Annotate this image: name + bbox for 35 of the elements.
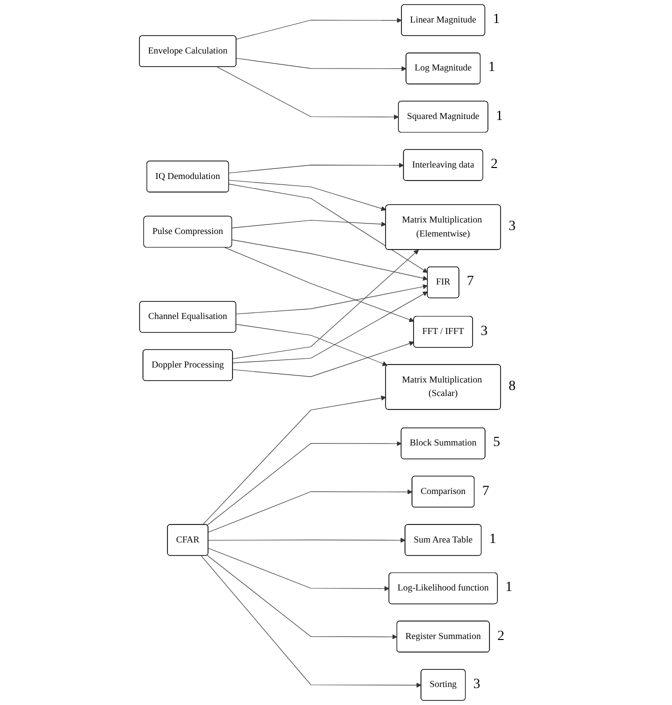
- count-label: 2: [490, 157, 498, 174]
- count-label: 1: [492, 12, 500, 28]
- arrow: [202, 396, 386, 526]
- arrow: [206, 441, 402, 526]
- arrow: [232, 250, 419, 360]
- arrow: [228, 184, 428, 273]
- count-label: 5: [493, 435, 500, 452]
- count-label: 2: [497, 628, 504, 645]
- arrow: [224, 247, 414, 322]
- count-label: 1: [488, 60, 496, 76]
- count-label: 1: [489, 532, 496, 548]
- count-label: 3: [508, 219, 516, 236]
- arrow: [232, 341, 414, 377]
- arrow: [236, 284, 428, 314]
- arrow: [208, 538, 406, 543]
- count-label: 8: [508, 379, 516, 395]
- count-label: 7: [466, 274, 474, 290]
- arrow: [208, 548, 390, 592]
- arrow: [216, 66, 399, 120]
- arrow: [206, 554, 398, 640]
- count-label: 1: [496, 108, 503, 125]
- arrow: [232, 220, 386, 228]
- count-label: 7: [482, 484, 490, 500]
- arrow: [232, 240, 428, 281]
- count-label: 3: [480, 324, 488, 340]
- arrow: [228, 180, 386, 211]
- count-label: 3: [473, 676, 480, 693]
- arrow: [236, 324, 388, 366]
- arrow: [208, 489, 413, 533]
- arrow: [232, 291, 428, 364]
- count-label: 1: [505, 580, 512, 596]
- arrow: [200, 555, 422, 688]
- arrow: [228, 162, 404, 174]
- arrow: [236, 58, 407, 72]
- arrow: [236, 18, 402, 40]
